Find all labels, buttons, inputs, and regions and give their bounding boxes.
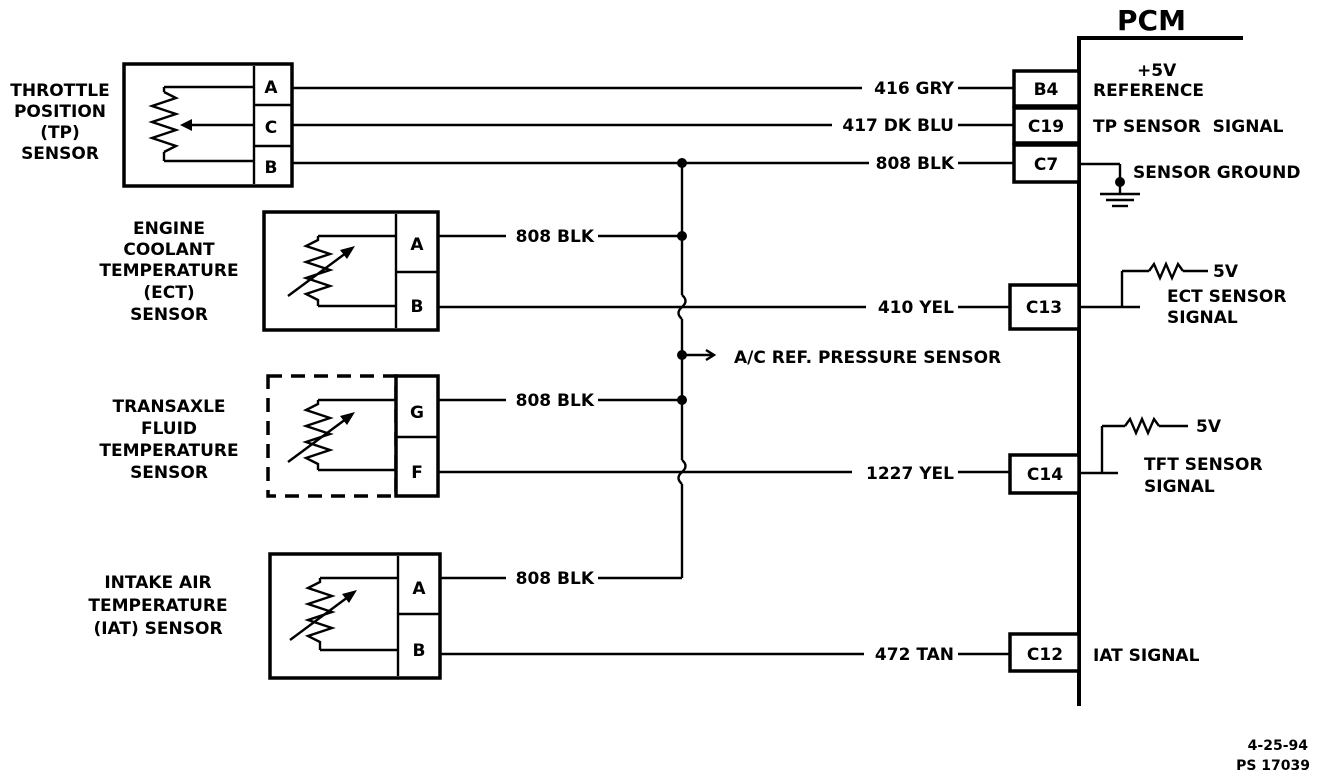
tp-sensor-name-line2: POSITION [14,102,106,122]
pcm-pin-label: C13 [1026,298,1062,318]
tft-pin-f: F [411,463,423,483]
ect-sensor-name-line2: COOLANT [123,240,215,260]
ect-sensor-name-line5: SENSOR [130,305,208,325]
pcm-pin-c19: C19 [1012,106,1081,145]
tp-sensor-name-line4: SENSOR [21,144,99,164]
pcm-pin-c14: C14 [1008,453,1081,495]
pcm-c13-function: ECT SENSOR [1167,287,1286,307]
pcm-pin-label: B4 [1034,80,1059,100]
tft-sensor-body [266,374,398,498]
tft-pin-g: G [410,403,424,423]
pcm-c7-function: SENSOR GROUND [1133,163,1300,183]
ect-sensor-name-line4: (ECT) [143,283,194,303]
iat-pin-a: A [412,579,426,599]
ground-bus [598,158,687,580]
footer-date: 4-25-94 [1248,738,1309,754]
pcm-pin-b4: B4 [1012,69,1081,108]
wire-iat-ground-label: 808 BLK [516,569,595,589]
pcm-c13-function2: SIGNAL [1167,308,1238,328]
wire-tp-signal-label: 417 DK BLU [842,116,954,136]
ect-pin-a: A [410,235,424,255]
wire-tp-ref-label: 416 GRY [874,79,955,99]
wire-tft-ground-label: 808 BLK [516,391,595,411]
tft-sensor-name-line1: TRANSAXLE [112,397,225,417]
ground-symbol [1081,162,1140,208]
ect-sensor-name-line1: ENGINE [133,219,205,239]
pcm-title: PCM [1117,4,1186,37]
ect-pullup-voltage: 5V [1213,262,1239,282]
pcm-pin-c7: C7 [1012,143,1081,184]
iat-sensor-name-line1: INTAKE AIR [104,573,211,593]
tp-sensor [122,62,294,188]
iat-sensor [268,552,442,680]
ect-sensor-name-line3: TEMPERATURE [99,261,238,281]
pcm-pin-label: C12 [1027,645,1063,665]
tp-pin-c: C [265,118,277,138]
pcm-pin-label: C19 [1028,117,1064,137]
tft-pullup-voltage: 5V [1196,417,1222,437]
ect-pullup-resistor [1081,260,1208,309]
tft-sensor-name-line3: TEMPERATURE [99,441,238,461]
pcm-c14-function: TFT SENSOR [1144,455,1263,475]
pcm-b4-function: +5V [1137,61,1177,81]
pcm-pin-label: C14 [1027,465,1063,485]
iat-pin-b: B [413,641,426,661]
iat-sensor-name-line3: (IAT) SENSOR [93,619,222,639]
wire-tft-signal-label: 1227 YEL [866,464,954,484]
tft-pullup-resistor [1081,415,1188,475]
pcm-c12-function: IAT SIGNAL [1093,646,1200,666]
iat-sensor-name-line2: TEMPERATURE [88,596,227,616]
pcm-c19-function: TP SENSOR SIGNAL [1093,117,1284,137]
tft-sensor-name-line4: SENSOR [130,463,208,483]
pcm-pin-c13: C13 [1008,283,1081,331]
wire-tp-ground-label: 808 BLK [876,154,955,174]
pcm-b4-function2: REFERENCE [1093,81,1204,101]
ect-pin-b: B [411,297,424,317]
pcm-pin-label: C7 [1034,155,1058,175]
ect-sensor [262,210,440,332]
tp-sensor-name-line1: THROTTLE [10,81,109,101]
footer-code: PS 17039 [1236,758,1310,774]
tft-sensor [266,374,440,498]
wire-iat-signal-label: 472 TAN [875,645,954,665]
pcm-pin-c12: C12 [1008,632,1081,673]
wire-ect-signal-label: 410 YEL [878,298,954,318]
splice-dot [677,158,687,168]
ac-ref-label: A/C REF. PRESSURE SENSOR [734,348,1001,368]
tp-sensor-name-line3: (TP) [40,123,80,143]
pcm-c14-function2: SIGNAL [1144,477,1215,497]
wire-ect-ground-label: 808 BLK [516,227,595,247]
tp-pin-b: B [265,158,278,178]
tp-pin-a: A [264,78,278,98]
ac-ref-arrow [682,348,717,362]
iat-sensor-body [268,552,442,680]
tft-sensor-name-line2: FLUID [141,419,197,439]
